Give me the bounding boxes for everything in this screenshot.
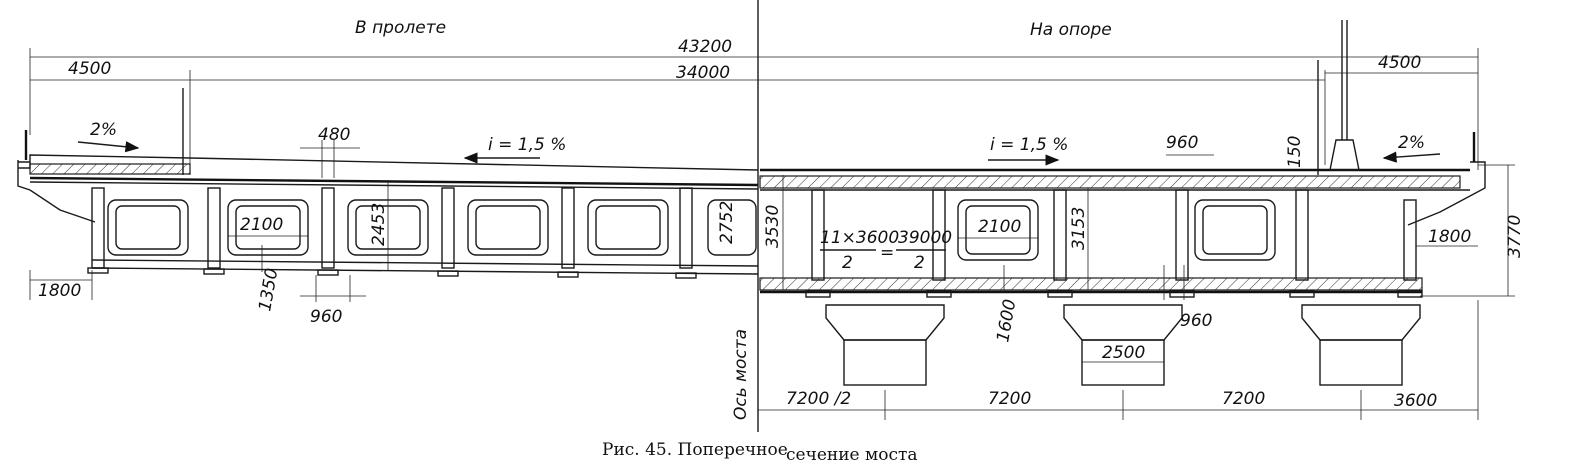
dim-3770: 3770 — [1420, 164, 1525, 297]
bottom-7200-half-label: 7200 /2 — [786, 389, 851, 409]
dim-960-bottom-left-label: 960 — [310, 307, 342, 327]
dim-960-bottom-left: 960 — [300, 275, 366, 327]
girders-support — [805, 189, 1423, 298]
dim-sidewalk-right-label: 4500 — [1378, 53, 1421, 73]
cell-1 — [107, 199, 189, 256]
dim-1350-label: 1350 — [255, 267, 282, 313]
bearings-span — [87, 267, 697, 279]
dim-960-bottom-right: 960 — [1163, 265, 1212, 331]
deck-span — [17, 88, 759, 223]
dim-3770-label: 3770 — [1505, 215, 1525, 258]
slope-left: 2% — [77, 120, 140, 153]
dim-1800-left-label: 1800 — [38, 281, 81, 301]
webs-support — [811, 189, 1417, 281]
cell-s2 — [1194, 199, 1276, 261]
frac-right-den: 2 — [914, 253, 925, 273]
pier-3 — [1301, 304, 1421, 386]
dimension-total-width: 43200 — [29, 37, 1479, 170]
dim-480: 480 — [300, 125, 360, 178]
dim-1800-right: 1800 — [1416, 227, 1478, 247]
bearings-support — [805, 290, 1423, 298]
dim-1600-label: 1600 — [993, 298, 1020, 344]
dim-960-top: 960 — [1166, 133, 1214, 156]
dim-480-label: 480 — [318, 125, 350, 145]
dim-2752-label: 2752 — [717, 201, 737, 244]
frac-left-num: 11×3600 — [820, 228, 899, 248]
grade-right-label: i = 1,5 % — [990, 135, 1068, 155]
grade-left: i = 1,5 % — [463, 135, 566, 164]
dimension-roadway-width: 34000 — [189, 63, 1326, 175]
dim-3153-label: 3153 — [1069, 207, 1089, 250]
caption-rest: сечение моста — [786, 445, 918, 465]
pier-2 — [1063, 304, 1183, 386]
heading-support: На опоре — [1030, 20, 1112, 40]
cell-6 — [707, 199, 757, 256]
cell-2 — [227, 199, 309, 256]
caption-prefix: Рис. 45. Поперечное — [602, 440, 788, 460]
dim-150-label: 150 — [1285, 136, 1305, 168]
heading-span: В пролете — [355, 18, 446, 38]
deck-support — [759, 20, 1486, 226]
dim-1800-left: 1800 — [29, 270, 93, 301]
frac-right-num: 39000 — [898, 228, 952, 248]
dim-2500: 2500 — [1082, 343, 1164, 363]
dim-roadway-width-label: 34000 — [676, 63, 730, 83]
frac-eq: = — [880, 243, 894, 263]
dim-total-width-label: 43200 — [678, 37, 732, 57]
dim-960-bottom-right-label: 960 — [1180, 311, 1212, 331]
slope-right: 2% — [1382, 133, 1441, 163]
bridge-axis-label: Ось моста — [731, 329, 751, 420]
bottom-slab-support — [759, 277, 1423, 294]
figure-caption: Рис. 45. Поперечное сечение моста — [602, 440, 918, 465]
pier-1 — [825, 304, 945, 386]
dim-sidewalk-left-label: 4500 — [68, 59, 111, 79]
cell-s1 — [957, 199, 1039, 261]
dim-2500-label: 2500 — [1102, 343, 1145, 363]
dim-2453-label: 2453 — [369, 203, 389, 246]
girders-span — [87, 187, 759, 279]
fraction-note: 11×3600 2 = 39000 2 — [820, 228, 952, 273]
dimension-sidewalk-left: 4500 — [30, 59, 190, 81]
frac-left-den: 2 — [842, 253, 853, 273]
bottom-3600-label: 3600 — [1394, 391, 1437, 411]
grade-right: i = 1,5 % — [988, 135, 1068, 166]
bottom-7200-a-label: 7200 — [988, 389, 1031, 409]
slope-left-label: 2% — [90, 120, 117, 140]
dim-2100-right-label: 2100 — [978, 217, 1021, 237]
bottom-dimension-chain: 7200 /2 7200 7200 3600 — [758, 300, 1479, 420]
webs-span — [91, 187, 693, 269]
grade-left-label: i = 1,5 % — [488, 135, 566, 155]
cell-5 — [587, 199, 669, 256]
slope-right-label: 2% — [1398, 133, 1425, 153]
bottom-7200-b-label: 7200 — [1222, 389, 1265, 409]
cell-4 — [467, 199, 549, 256]
dim-2100-left-label: 2100 — [240, 215, 283, 235]
dim-960-top-label: 960 — [1166, 133, 1198, 153]
dim-3530-label: 3530 — [763, 205, 783, 248]
dimension-sidewalk-right: 4500 — [1325, 53, 1478, 74]
dim-1800-right-label: 1800 — [1428, 227, 1471, 247]
